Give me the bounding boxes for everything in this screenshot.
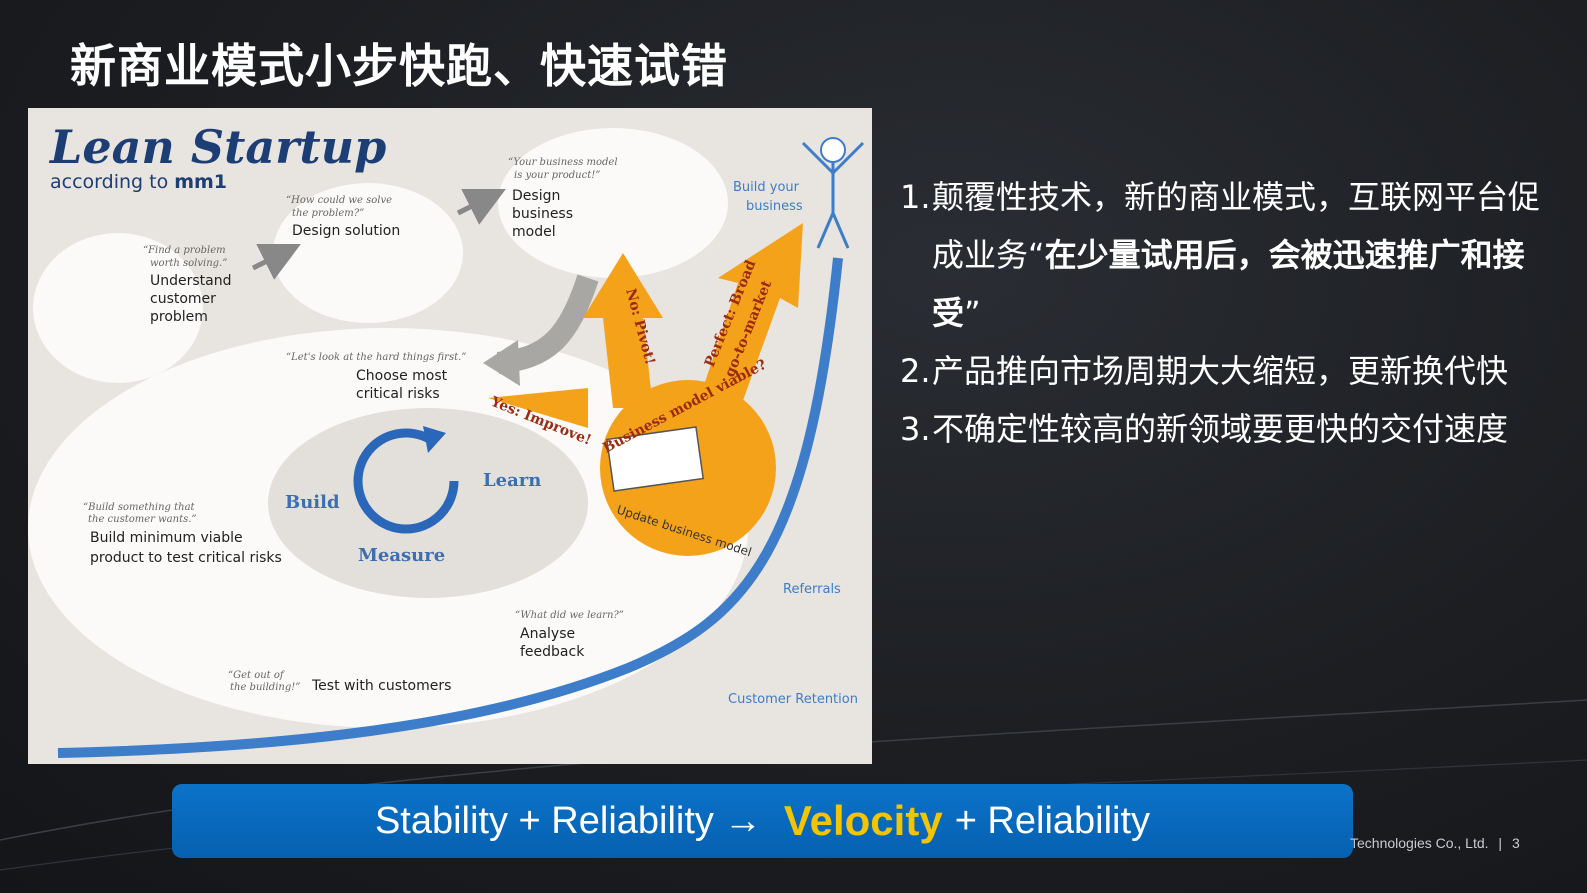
quote-out-1: “Get out of (228, 670, 286, 681)
banner-stability: Stability + Reliability (374, 799, 714, 842)
quote-risks: “Let's look at the hard things first.” (286, 352, 466, 363)
step-design-model-2: business (512, 206, 573, 222)
step-understand-3: problem (150, 309, 208, 325)
point-1-end: ” (964, 294, 981, 332)
key-points-list: 1.颠覆性技术，新的商业模式，互联网平台促成业务“在少量试用后，会被迅速推广和接… (900, 168, 1540, 458)
banner-arrow: → (723, 799, 762, 842)
step-design-model-1: Design (512, 188, 560, 204)
quote-out-2: the building!” (230, 682, 300, 693)
step-understand-1: Understand (150, 273, 232, 289)
footer-separator: | (1498, 835, 1503, 851)
perfect-arrow (693, 223, 803, 428)
point-1: 1.颠覆性技术，新的商业模式，互联网平台促成业务“在少量试用后，会被迅速推广和接… (900, 168, 1540, 342)
step-build-business-2: business (746, 199, 803, 214)
step-analyse-1: Analyse (520, 626, 575, 642)
improve-arrow (488, 388, 588, 428)
point-3-text: 不确定性较高的新领域要更快的交付速度 (932, 410, 1509, 448)
step-test: Test with customers (311, 678, 451, 694)
page-number: 3 (1511, 835, 1520, 851)
footer-company: Technologies Co., Ltd. (1350, 835, 1489, 851)
step-choose-2: critical risks (356, 386, 440, 402)
point-2-number: 2. (900, 352, 931, 390)
point-2-text: 产品推向市场周期大大缩短，更新换代快 (932, 352, 1509, 390)
cycle-ring (353, 428, 459, 534)
lean-startup-title: Lean Startup (48, 120, 386, 174)
footer: Technologies Co., Ltd. | 3 (1350, 835, 1520, 851)
pivot-arrow (583, 253, 663, 408)
point-3-number: 3. (900, 410, 931, 448)
step-build-mvp-2: product to test critical risks (90, 550, 282, 566)
banner-velocity: Velocity (783, 797, 943, 844)
lean-startup-illustration: Lean Startup according to mm1 “Find a pro… (28, 108, 872, 764)
quote-solution-1: “How could we solve (286, 195, 392, 206)
step-build-mvp-1: Build minimum viable (90, 530, 243, 546)
subtitle-brand: mm1 (174, 171, 227, 193)
step-analyse-2: feedback (520, 644, 585, 660)
slide-title: 新商业模式小步快跑、快速试错 (70, 39, 728, 93)
banner-reliability: + Reliability (954, 799, 1151, 842)
step-understand-2: customer (150, 291, 216, 307)
cloud-solution (273, 183, 463, 323)
quote-model-1: “Your business model (508, 157, 618, 168)
growth-curve (57, 257, 843, 758)
figure-head (820, 137, 846, 163)
point-1-text: 颠覆性技术，新的商业模式，互联网平台促成业务“ (932, 178, 1541, 274)
step-design-model-3: model (512, 224, 556, 240)
point-3: 3.不确定性较高的新领域要更快的交付速度 (900, 400, 1540, 458)
point-1-number: 1. (900, 178, 931, 216)
cycle-measure: Measure (358, 545, 445, 566)
point-1-bold: 在少量试用后，会被迅速推广和接受 (932, 236, 1525, 332)
quote-solution-2: the problem?” (292, 208, 364, 219)
cycle-learn: Learn (483, 470, 541, 491)
quote-model-2: is your product!” (514, 170, 600, 181)
step-build-business-1: Build your (733, 180, 800, 195)
quote-problem-1: “Find a problem (143, 245, 226, 256)
quote-build-1: “Build something that (83, 502, 196, 513)
cloud-problem (33, 233, 203, 383)
growth-referrals: Referrals (783, 582, 841, 597)
step-choose-1: Choose most (356, 368, 448, 384)
inner-oval (268, 408, 588, 598)
point-2: 2.产品推向市场周期大大缩短，更新换代快 (900, 342, 1540, 400)
step-design-solution: Design solution (292, 223, 400, 239)
quote-problem-2: worth solving.” (150, 258, 227, 269)
cycle-build: Build (285, 492, 340, 513)
cloud-model (498, 128, 728, 278)
subtitle-prefix: according to (50, 171, 168, 193)
velocity-banner: Stability + Reliability → Velocity + Rel… (172, 784, 1353, 858)
quote-build-2: the customer wants.” (88, 514, 197, 525)
growth-retention: Customer Retention (728, 692, 858, 707)
quote-learn: “What did we learn?” (515, 610, 624, 621)
